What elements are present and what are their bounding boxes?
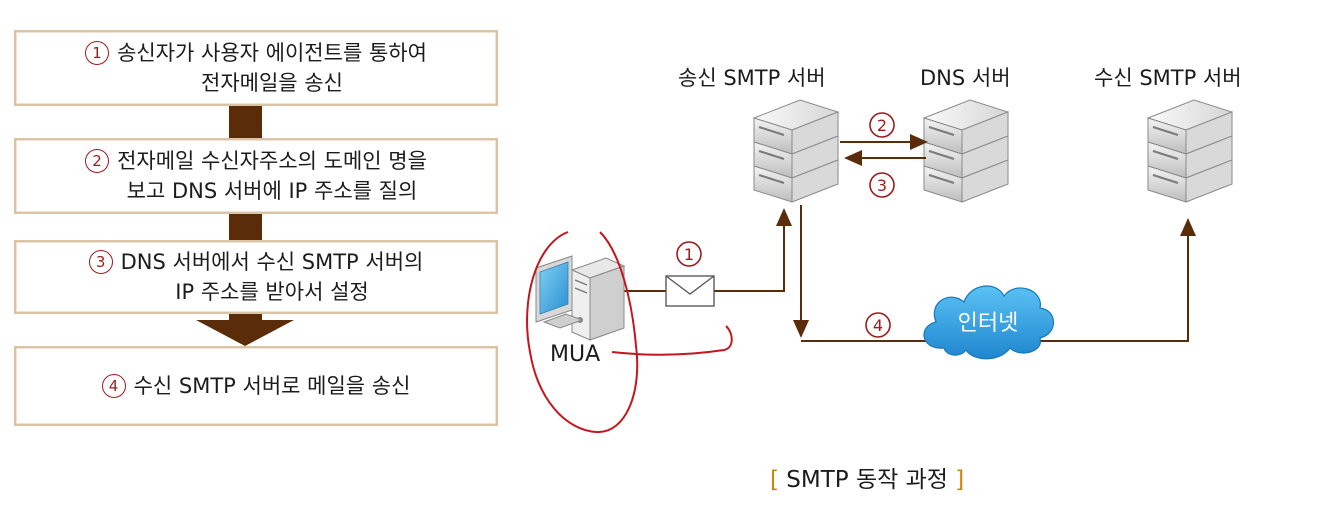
step-number-4: 4 [101,374,126,398]
diagram-caption: [ SMTP 동작 과정 ] [770,460,964,494]
step-connector-2 [229,210,262,242]
arrow-badge-4-text: 4 [873,316,883,335]
envelope-icon [665,275,715,307]
internet-cloud-icon [923,285,1055,360]
arrow-badge-4: 4 [865,312,891,338]
step-number-1: 1 [85,41,110,65]
step-number-2: 2 [85,149,110,173]
arrow-badge-2: 2 [869,112,895,138]
step-number-3: 3 [88,250,113,274]
dns-server-label: DNS 서버 [920,66,1011,90]
receiver-smtp-server-icon [1147,99,1233,203]
step-box-1: 1 송신자가 사용자 에이전트를 통하여 전자메일을 송신 [14,30,498,106]
step-box-2: 2 전자메일 수신자주소의 도메인 명을 보고 DNS 서버에 IP 주소를 질… [14,138,498,214]
arrow-badge-1-text: 1 [684,245,694,264]
arrow-badge-3: 3 [869,172,895,198]
step-2-line-2: 보고 DNS 서버에 IP 주소를 질의 [126,179,418,203]
caption-close-bracket: ] [955,467,965,493]
step-box-3: 3 DNS 서버에서 수신 SMTP 서버의 IP 주소를 받아서 설정 [14,240,498,314]
arrow-badge-2-text: 2 [877,116,887,135]
computer-icon [535,255,626,341]
internet-label: 인터넷 [958,311,1019,336]
step-3-line-1: DNS 서버에서 수신 SMTP 서버의 [120,250,424,274]
step-arrowhead-shape [196,320,294,346]
caption-text: SMTP 동작 과정 [786,467,948,493]
step-connector-3 [229,312,262,322]
step-2-line-1: 전자메일 수신자주소의 도메인 명을 [117,149,427,173]
sender-server-label: 송신 SMTP 서버 [678,66,826,90]
annotation-arrow [611,325,733,356]
arrow-badge-1: 1 [676,241,702,267]
step-1-line-1: 송신자가 사용자 에이전트를 통하여 [117,41,427,65]
sender-smtp-server-icon [753,99,839,203]
step-box-4: 4 수신 SMTP 서버로 메일을 송신 [14,346,498,426]
dns-server-icon [923,99,1009,203]
receiver-server-label: 수신 SMTP 서버 [1094,66,1242,90]
caption-open-bracket: [ [770,467,779,493]
mua-label: MUA [550,342,601,367]
step-3-line-2: IP 주소를 받아서 설정 [175,280,369,304]
step-connector-1 [229,104,262,140]
step-4-line-1: 수신 SMTP 서버로 메일을 송신 [133,374,411,398]
arrow-badge-3-text: 3 [877,176,887,195]
step-1-line-2: 전자메일을 송신 [201,71,343,95]
annotation-circle [526,231,639,434]
